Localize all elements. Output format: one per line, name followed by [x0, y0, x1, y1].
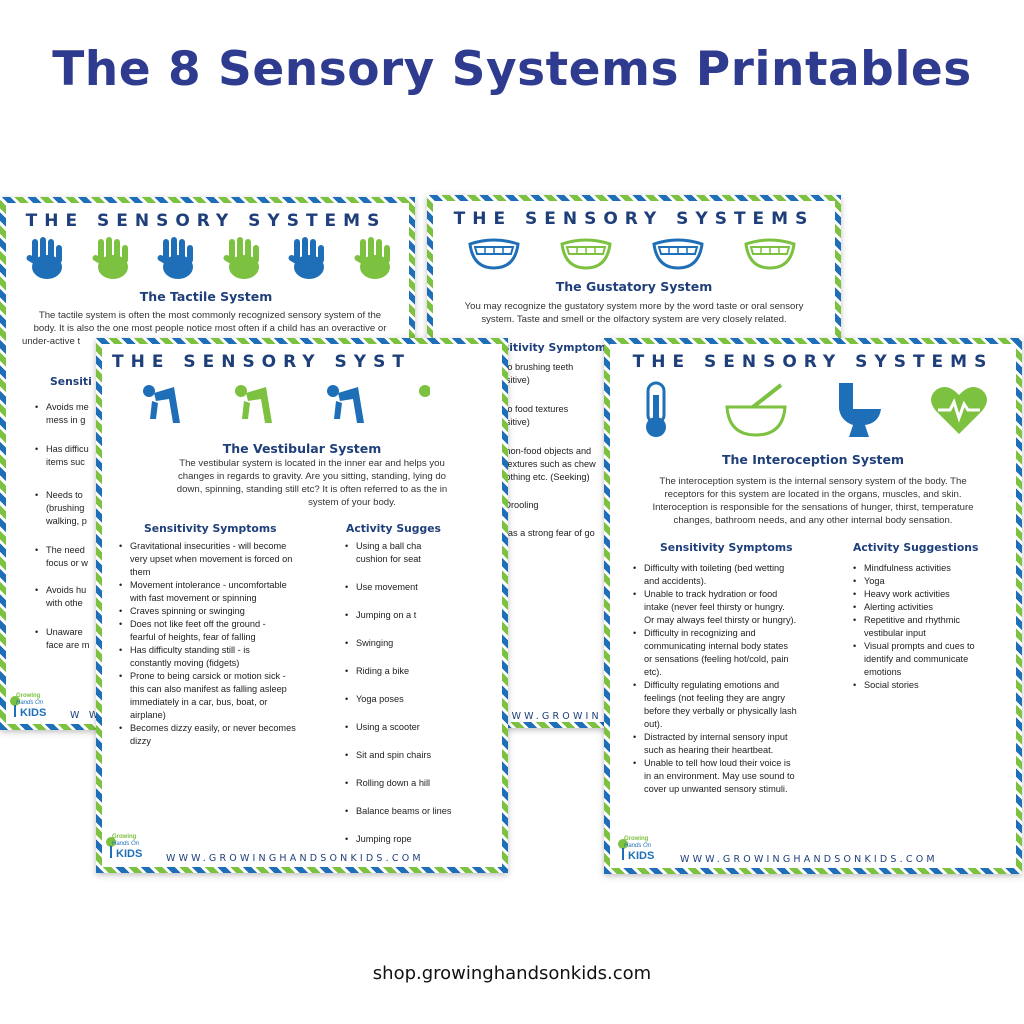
symptoms-heading: Sensitivity Symptoms — [144, 522, 277, 535]
list-item: Difficulty regulating emotions andfeelin… — [630, 679, 840, 731]
interoception-icon-row — [636, 380, 988, 440]
bending-person-icon — [235, 385, 272, 423]
system-title: The Interoception System — [721, 452, 904, 467]
list-item: Does not like feet off the ground -fearf… — [116, 618, 321, 644]
list-item: Distracted by internal sensory inputsuch… — [630, 731, 840, 757]
tree-icon — [106, 837, 116, 858]
sheet-header: THE SENSORY SYSTEMS — [25, 211, 387, 231]
system-intro: The interoception system is the internal… — [652, 476, 974, 526]
activity-list: Mindfulness activities Yoga Heavy work a… — [850, 562, 1015, 692]
list-item: Riding a bike — [342, 665, 502, 678]
list-item: Yoga — [850, 575, 1015, 588]
heartbeat-icon — [930, 386, 987, 434]
list-item: Prone to being carsick or motion sick -t… — [116, 670, 321, 722]
thermometer-icon — [646, 381, 666, 437]
list-item: Difficulty in recognizing andcommunicati… — [630, 627, 840, 679]
system-intro: You may recognize the gustatory system m… — [464, 301, 804, 325]
list-item: Jumping rope — [342, 833, 502, 846]
list-item: Yoga poses — [342, 693, 502, 706]
system-title: The Vestibular System — [222, 441, 382, 456]
tree-icon — [618, 839, 628, 860]
list-item: Using a scooter — [342, 721, 502, 734]
symptoms-heading: Sensiti — [50, 375, 92, 388]
shop-url[interactable]: shop.growinghandsonkids.com — [372, 963, 652, 984]
mouth-icon — [468, 238, 520, 270]
sheet-header: THE SENSORY SYSTEMS — [632, 352, 994, 372]
list-item: Heavy work activities — [850, 588, 1015, 601]
hand-icon-row — [26, 237, 396, 283]
website-footer: W W — [70, 710, 102, 721]
bowl-spoon-icon — [725, 383, 787, 437]
list-item: Sit and spin chairs — [342, 749, 502, 762]
symptoms-heading: Sensitivity Symptoms — [480, 341, 613, 354]
list-item: Unable to track hydration or foodintake … — [630, 588, 840, 627]
list-item: Swinging — [342, 637, 502, 650]
list-item: Gravitational insecurities - will become… — [116, 540, 321, 579]
list-item: Difficulty with toileting (bed wettingan… — [630, 562, 840, 588]
list-item: Balance beams or lines — [342, 805, 502, 818]
list-item: Alerting activities — [850, 601, 1015, 614]
list-item: Rolling down a hill — [342, 777, 502, 790]
list-item: Becomes dizzy easily, or never becomesdi… — [116, 722, 321, 748]
list-item: Social stories — [850, 679, 1015, 692]
list-item: Movement intolerance - uncomfortablewith… — [116, 579, 321, 605]
bending-person-icon — [419, 385, 430, 397]
list-item: Has difficulty standing still - isconsta… — [116, 644, 321, 670]
list-item: Jumping on a t — [342, 609, 502, 622]
sheet-header: THE SENSORY SYSTEMS — [453, 209, 815, 229]
mouth-icon — [652, 238, 704, 270]
mouth-icon — [560, 238, 612, 270]
hand-icon — [26, 237, 62, 279]
system-intro: The tactile system is often the most com… — [22, 310, 387, 347]
bending-person-icon — [143, 385, 180, 423]
toilet-icon — [839, 383, 882, 437]
activity-heading: Activity Sugges — [346, 522, 441, 535]
website-footer: WWW.GROWINGHANDSONKIDS.COM — [166, 853, 424, 864]
hand-icon — [157, 237, 194, 279]
mouth-icon — [744, 238, 796, 270]
sheet-header: THE SENSORY SYST — [112, 352, 411, 372]
hand-icon — [288, 237, 325, 279]
activity-heading: Activity Suggestions — [853, 541, 979, 554]
symptoms-heading: Sensitivity Symptoms — [660, 541, 793, 554]
page-title: The 8 Sensory Systems Printables — [52, 42, 972, 97]
list-item: Use movement — [342, 581, 502, 594]
hand-icon — [223, 237, 259, 279]
vestibular-sheet: THE SENSORY SYST The Vestibular System T… — [96, 338, 508, 873]
bending-person-icon — [327, 385, 364, 423]
list-item: Unable to tell how loud their voice isin… — [630, 757, 840, 796]
person-icon-row — [140, 378, 430, 426]
system-intro: The vestibular system is located in the … — [176, 458, 448, 508]
hand-icon — [92, 237, 128, 279]
list-item: Mindfulness activities — [850, 562, 1015, 575]
symptom-list: Gravitational insecurities - will become… — [116, 540, 321, 748]
tree-icon — [10, 696, 20, 717]
hand-icon — [354, 237, 390, 279]
website-footer: WWW.GROWINGHANDSONKIDS.COM — [680, 854, 938, 865]
symptom-list: Difficulty with toileting (bed wettingan… — [630, 562, 840, 796]
website-footer: WWW.GROWIN — [499, 711, 602, 722]
list-item: Craves spinning or swinging — [116, 605, 321, 618]
system-title: The Tactile System — [139, 289, 273, 304]
interoception-sheet: THE SENSORY SYSTEMS The Interoception Sy… — [604, 338, 1022, 874]
system-title: The Gustatory System — [555, 279, 713, 294]
mouth-icon-row — [467, 237, 797, 271]
